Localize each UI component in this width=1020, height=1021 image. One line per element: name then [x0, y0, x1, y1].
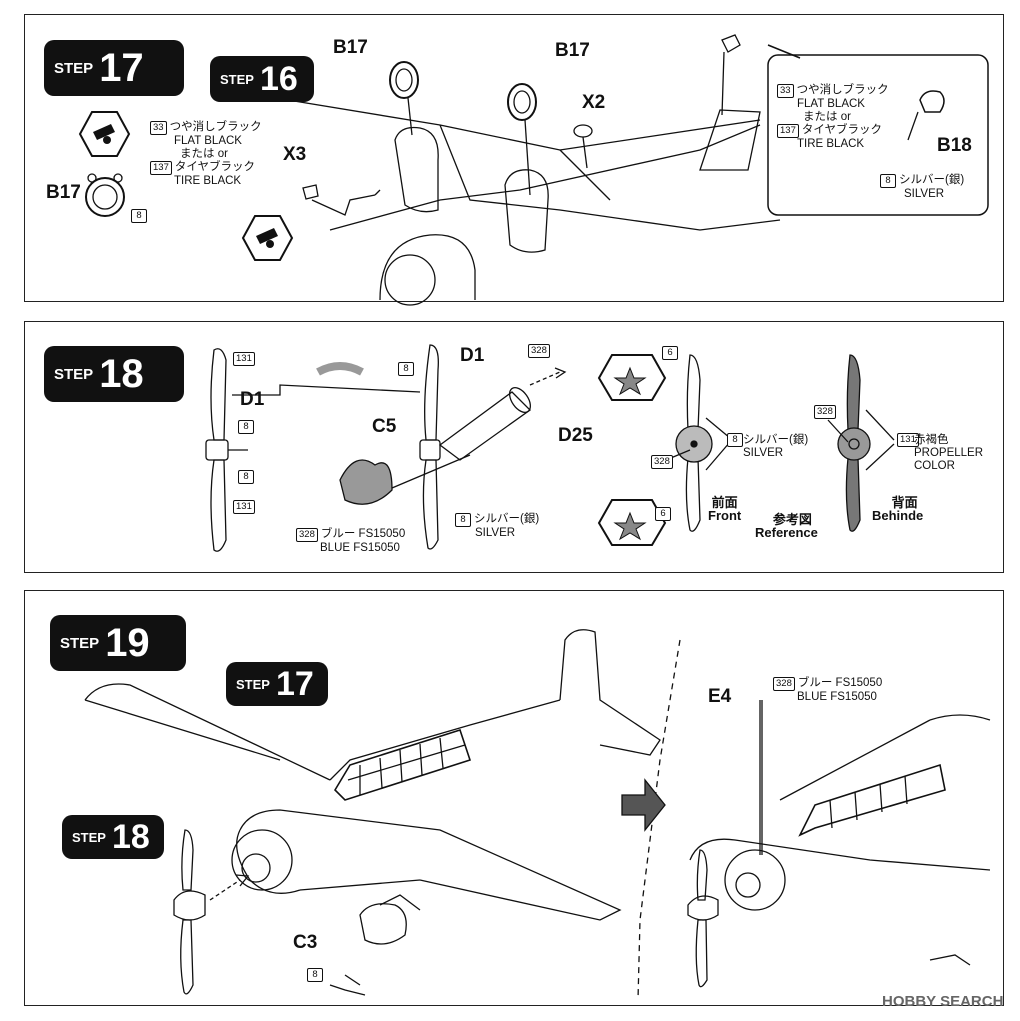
step-word: STEP: [54, 59, 94, 77]
paint-jp: シルバー(銀): [899, 174, 965, 186]
caption-jp: 背面: [891, 495, 918, 510]
step-word: STEP: [220, 71, 254, 87]
step-number: 18: [111, 818, 150, 856]
paint-en: SILVER: [475, 527, 516, 539]
paint-jp: シルバー(銀): [474, 513, 540, 525]
paint-code: 6: [662, 346, 678, 360]
paint-code: 8: [455, 513, 471, 527]
paint-code: 328: [651, 455, 673, 469]
step-17-badge: STEP 17: [44, 40, 184, 96]
part-label-b17: B17: [46, 182, 81, 203]
part-label-d1: D1: [460, 345, 485, 366]
part-label-e4: E4: [708, 686, 732, 707]
paint-jp: ブルー FS15050: [320, 528, 406, 540]
paint-code: 8: [238, 470, 254, 484]
or-text: または or: [803, 111, 851, 123]
paint-code: 328: [528, 344, 550, 358]
paint-jp: 赤褐色: [914, 434, 949, 446]
paint-en: FLAT BLACK: [797, 98, 865, 110]
paint-code: 137: [150, 161, 172, 175]
step-word: STEP: [236, 676, 270, 692]
part-label-x3: X3: [283, 144, 307, 165]
caption-jp: 前面: [711, 495, 738, 510]
step-17-panel: [24, 14, 1004, 302]
part-label-b17: B17: [555, 40, 590, 61]
step-17-badge: STEP 17: [226, 662, 328, 706]
part-label-d1: D1: [240, 389, 265, 410]
paint-code: 328: [773, 677, 795, 691]
part-label-x2: X2: [582, 92, 606, 113]
paint-en: BLUE FS15050: [797, 691, 877, 703]
part-label-c5: C5: [372, 416, 397, 437]
step-19-panel: [24, 590, 1004, 1006]
paint-en: TIRE BLACK: [174, 175, 242, 187]
paint-code: 8: [131, 209, 147, 223]
paint-code: 328: [296, 528, 318, 542]
step-word: STEP: [54, 365, 94, 383]
paint-code: 33: [150, 121, 167, 135]
step-16-badge: STEP 16: [210, 56, 314, 102]
step-18-badge: STEP 18: [62, 815, 164, 859]
step-number: 17: [275, 665, 314, 703]
step-word: STEP: [60, 634, 100, 652]
step-word: STEP: [72, 829, 106, 845]
caption-en: Behinde: [872, 508, 924, 523]
paint-code: 131: [897, 433, 919, 447]
step-number: 16: [259, 60, 298, 98]
caption-jp: 参考図: [772, 512, 812, 527]
paint-en: FLAT BLACK: [174, 135, 242, 147]
step-number: 19: [105, 621, 150, 665]
paint-jp: シルバー(銀): [743, 434, 809, 446]
paint-en: TIRE BLACK: [797, 138, 865, 150]
part-label-c3: C3: [293, 932, 318, 953]
paint-code: 8: [727, 433, 743, 447]
paint-code: 6: [655, 507, 671, 521]
paint-code: 137: [777, 124, 799, 138]
watermark: HOBBY SEARCH: [882, 993, 1004, 1010]
propeller-color-note: 赤褐色 PROPELLER COLOR: [914, 434, 983, 473]
part-label-b17: B17: [333, 37, 368, 58]
paint-code: 8: [238, 420, 254, 434]
paint-jp: ブルー FS15050: [797, 677, 883, 689]
paint-code: 131: [233, 500, 255, 514]
paint-code: 8: [880, 174, 896, 188]
paint-en: COLOR: [914, 460, 955, 472]
paint-jp: タイヤブラック: [801, 124, 883, 136]
paint-code: 8: [307, 968, 323, 982]
paint-en: SILVER: [904, 188, 945, 200]
or-text: または or: [180, 148, 228, 160]
paint-en: PROPELLER: [914, 447, 984, 459]
step-number: 17: [99, 46, 144, 90]
part-label-d25: D25: [558, 425, 593, 446]
back-caption: 背面 Behinde: [872, 496, 923, 522]
reference-caption: 参考図 Reference: [755, 513, 818, 539]
caption-en: Reference: [755, 525, 818, 540]
step-19-badge: STEP 19: [50, 615, 186, 671]
caption-en: Front: [708, 508, 742, 523]
paint-jp: つや消しブラック: [796, 84, 889, 96]
part-label-b18: B18: [937, 135, 972, 156]
paint-en: SILVER: [743, 447, 784, 459]
paint-jp: タイヤブラック: [174, 161, 256, 173]
paint-en: BLUE FS15050: [320, 542, 400, 554]
step-18-badge: STEP 18: [44, 346, 184, 402]
paint-jp: つや消しブラック: [169, 121, 262, 133]
paint-code: 33: [777, 84, 794, 98]
paint-code: 8: [398, 362, 414, 376]
front-silver-note: シルバー(銀) SILVER: [743, 434, 808, 460]
front-caption: 前面 Front: [708, 496, 741, 522]
paint-code: 328: [814, 405, 836, 419]
step-number: 18: [99, 352, 144, 396]
paint-code: 131: [233, 352, 255, 366]
